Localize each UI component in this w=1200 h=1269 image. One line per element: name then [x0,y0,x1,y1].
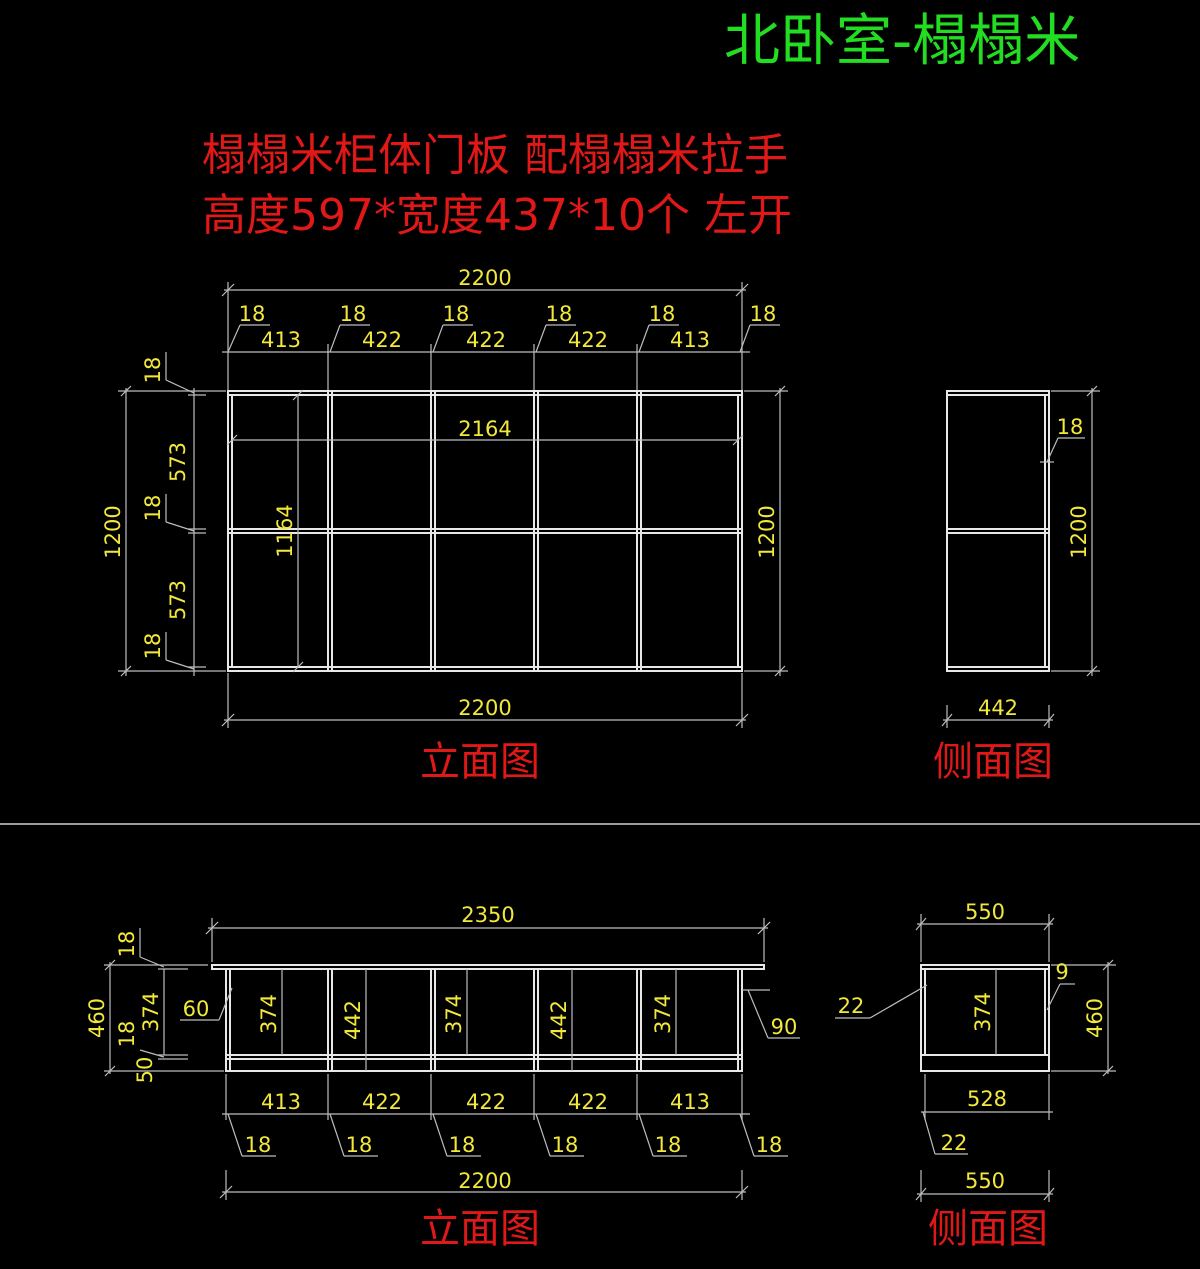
dim-inner-height: 374 [442,994,466,1034]
view-label-front-bottom: 立面图 [420,1206,540,1252]
dim-left-stack: 18 [141,633,165,660]
dim-bay: 422 [362,1090,402,1114]
dim-panel: 18 [649,302,676,326]
top-front-cabinet [227,390,743,672]
dim-left-stack: 573 [166,580,190,620]
dim-panel: 18 [750,302,777,326]
dim-side-bottom-width: 550 [965,1169,1005,1193]
dim-inner-height: 1164 [273,504,297,557]
drawing-title: 北卧室-榻榻米 [724,9,1080,74]
dim-panel: 18 [239,302,266,326]
dim-right-total: 1200 [755,505,779,558]
dim-side-top-width: 550 [965,900,1005,924]
dim-panel: 18 [340,302,367,326]
dim-panel: 18 [552,1133,579,1157]
dim-left-stack: 18 [115,1021,139,1048]
dim-panel: 18 [346,1133,373,1157]
view-label-front-top: 立面图 [420,739,540,785]
dim-panel: 18 [756,1133,783,1157]
dim-overhang-right: 90 [771,1015,798,1039]
dim-bay: 413 [261,1090,301,1114]
dim-left-stack: 18 [141,357,165,384]
dim-panel: 18 [245,1133,272,1157]
dim-side-right-board: 9 [1055,960,1068,984]
dim-side-height: 1200 [1067,505,1091,558]
dim-panel: 18 [443,302,470,326]
dim-bay: 422 [466,328,506,352]
view-label-side-top: 侧面图 [933,739,1053,785]
dim-bay: 422 [568,328,608,352]
dim-side-depth: 442 [978,696,1018,720]
dim-inner-height: 374 [257,994,281,1034]
bottom-front-cabinet [211,964,765,1072]
dim-overall-bottom: 2200 [458,1169,511,1193]
dim-left-total: 1200 [101,505,125,558]
bottom-side-dimension-texts: 550 22 9 374 460 528 22 550 [838,900,1107,1193]
dim-side-board: 18 [1057,415,1084,439]
top-side-cabinet [946,390,1050,672]
dim-panel: 18 [449,1133,476,1157]
view-label-side-bottom: 侧面图 [928,1206,1048,1252]
note-line-2: 高度597*宽度437*10个 左开 [202,190,792,241]
dim-overall-top: 2200 [458,266,511,290]
dim-side-bottom-offset: 22 [941,1131,968,1155]
top-side-dimension-lines [941,385,1100,728]
dim-left-stack: 50 [133,1057,157,1084]
dim-bay: 422 [362,328,402,352]
dim-inner-height: 442 [547,1000,571,1040]
top-side-dimension-texts: 18 1200 442 [978,415,1091,720]
dim-side-inner-width: 528 [967,1087,1007,1111]
dim-inner-height: 442 [341,1000,365,1040]
dim-side-inner-height: 374 [971,992,995,1032]
dim-bay: 422 [466,1090,506,1114]
dim-panel: 18 [655,1133,682,1157]
dim-bay: 413 [261,328,301,352]
bottom-side-cabinet [920,964,1050,1072]
dim-bay: 413 [670,1090,710,1114]
dim-bay: 422 [568,1090,608,1114]
dim-inner-height: 374 [651,994,675,1034]
dim-inner-width: 2164 [458,417,511,441]
dim-bay: 413 [670,328,710,352]
dim-left-stack: 18 [141,495,165,522]
note-line-1: 榻榻米柜体门板 配榻榻米拉手 [202,130,788,181]
top-front-dimension-texts: 2200 18 18 18 18 18 18 413 422 422 422 4… [101,266,779,720]
dim-left-total: 460 [85,998,109,1038]
dim-overhang-left: 60 [183,997,210,1021]
top-front-dimension-lines [118,282,788,728]
bottom-front-dimension-lines [104,918,800,1200]
dim-overall-bottom: 2200 [458,696,511,720]
dim-left-stack: 573 [166,442,190,482]
dim-side-left-offset: 22 [838,994,865,1018]
dim-left-stack: 18 [115,931,139,958]
bottom-front-dimension-texts: 2350 460 18 374 18 50 60 90 374 442 374 … [85,903,797,1193]
dim-overall-top: 2350 [461,903,514,927]
dim-side-height: 460 [1083,998,1107,1038]
bottom-side-dimension-lines [835,914,1116,1202]
dim-left-374: 374 [139,992,163,1032]
dim-panel: 18 [546,302,573,326]
